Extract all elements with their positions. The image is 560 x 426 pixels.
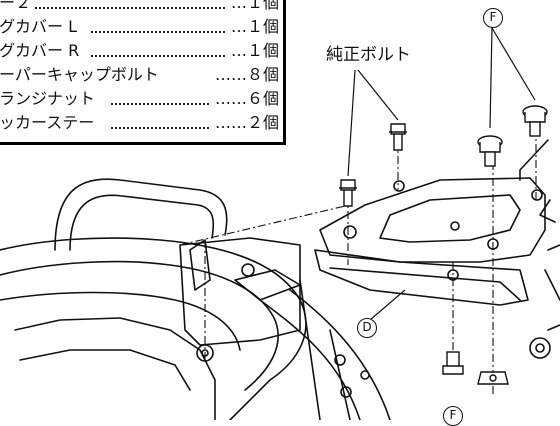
- grab-rail: [54, 178, 228, 251]
- part-name: ーパーキャップボルト: [0, 65, 159, 84]
- parts-list-item: ー２ …１個: [0, 0, 279, 15]
- marker-f-bottom: F: [443, 406, 463, 426]
- parts-list-item: ッカーステー ……２個: [0, 111, 279, 135]
- part-name: グカバー L: [0, 17, 78, 36]
- leader-dots: [91, 55, 225, 57]
- support-plate: [314, 249, 529, 306]
- parts-list-item: ーパーキャップボルト ……８個: [0, 63, 279, 87]
- marker-f-top: F: [483, 8, 503, 28]
- part-name: ランジナット: [0, 89, 96, 108]
- side-bracket: [179, 237, 301, 346]
- genuine-bolt-left: [339, 179, 357, 207]
- parts-list-item: ランジナット ……６個: [0, 87, 279, 111]
- part-quantity: …１個: [230, 17, 279, 36]
- part-quantity: …１個: [230, 41, 279, 60]
- rear-fender: [259, 279, 391, 421]
- leader-dots: [111, 127, 209, 129]
- parts-list-item: グカバー R …１個: [0, 39, 279, 63]
- part-name: ッカーステー: [0, 113, 95, 132]
- marker-d: D: [357, 318, 377, 338]
- lower-bolt: [442, 351, 464, 375]
- cap-bolt: [477, 135, 503, 167]
- leader-dots: [111, 103, 209, 105]
- cap-bolt: [522, 105, 548, 137]
- flange-nut: [477, 371, 509, 385]
- genuine-bolt-label: 純正ボルト: [326, 45, 411, 65]
- part-quantity: ……６個: [214, 89, 279, 108]
- frame-inner: [14, 317, 216, 421]
- parts-list-item: グカバー L …１個: [0, 15, 279, 39]
- rear-frame: [0, 237, 307, 421]
- part-quantity: ……２個: [214, 113, 279, 132]
- genuine-bolt-right: [389, 123, 407, 151]
- part-quantity: ……８個: [214, 65, 279, 84]
- part-name: グカバー R: [0, 41, 80, 60]
- stay: [519, 139, 560, 331]
- leader-dots: [35, 7, 225, 9]
- part-name: ー２: [0, 0, 32, 12]
- parts-list-box: ー２ …１個 グカバー L …１個 グカバー R …１個 ーパーキャップボルト …: [0, 0, 286, 145]
- part-quantity: …１個: [230, 0, 279, 12]
- leader-dots: [91, 31, 225, 33]
